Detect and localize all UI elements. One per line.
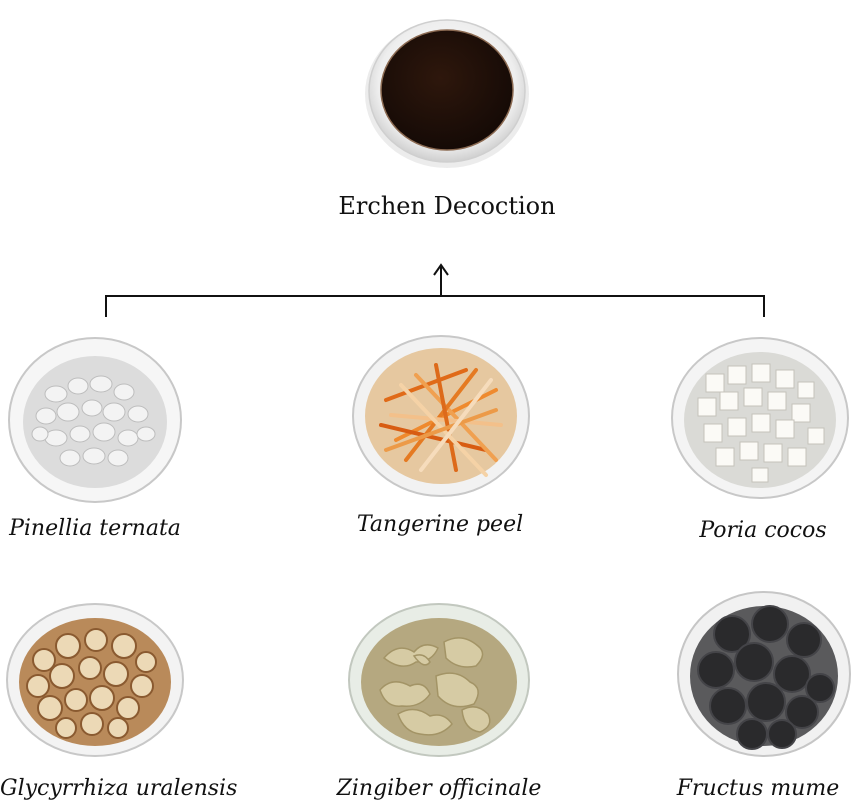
poria-cocos-bowl-icon	[668, 334, 852, 502]
glycyrrhiza-uralensis-bowl-icon	[4, 600, 186, 760]
zingiber-officinale-label: Zingiber officinale	[336, 776, 542, 801]
zingiber-officinale-bowl-icon	[344, 598, 534, 760]
glycyrrhiza-uralensis-label: Glycyrrhiza uralensis	[0, 776, 238, 801]
pinellia-ternata-bowl-icon	[6, 334, 184, 504]
pinellia-ternata-label: Pinellia ternata	[9, 516, 181, 541]
tangerine-peel-bowl-icon	[346, 330, 536, 500]
poria-cocos-label: Poria cocos	[699, 518, 827, 543]
tangerine-peel-label: Tangerine peel	[356, 512, 524, 537]
formula-title: Erchen Decoction	[338, 192, 556, 220]
decoction-bowl	[362, 12, 532, 170]
fructus-mume-label: Fructus mume	[676, 776, 840, 801]
fructus-mume-bowl-icon	[674, 588, 854, 760]
composition-connector	[0, 255, 858, 320]
